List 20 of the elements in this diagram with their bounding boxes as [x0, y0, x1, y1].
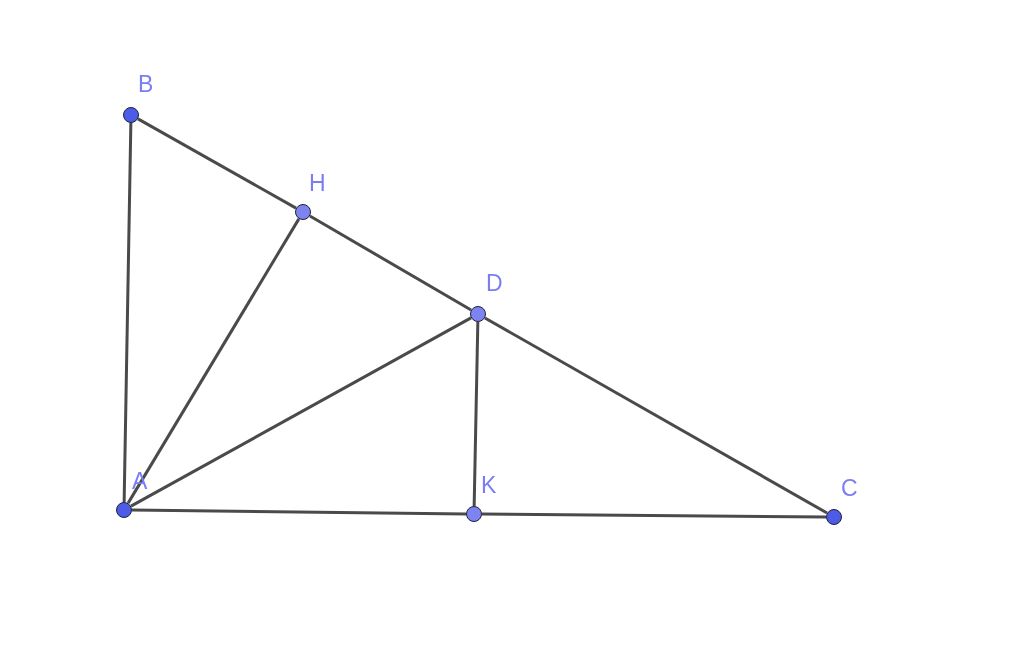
point-label: H: [309, 172, 326, 195]
line-segment: [122, 122, 133, 503]
line-segment: [309, 214, 472, 312]
point-label: D: [486, 272, 503, 295]
line-segment: [472, 321, 480, 507]
point-label: C: [841, 477, 858, 500]
point-marker: [470, 306, 486, 322]
point-label: B: [138, 73, 154, 96]
line-segment: [484, 316, 828, 515]
line-segment: [137, 117, 297, 210]
point-label: K: [481, 474, 497, 497]
point-marker: [123, 107, 139, 123]
line-segment: [130, 316, 472, 508]
point-marker: [826, 509, 842, 525]
point-marker: [295, 204, 311, 220]
line-segment: [132, 508, 466, 516]
line-segment: [482, 512, 826, 519]
point-marker: [116, 502, 132, 518]
point-marker: [466, 506, 482, 522]
line-segment: [126, 218, 301, 504]
